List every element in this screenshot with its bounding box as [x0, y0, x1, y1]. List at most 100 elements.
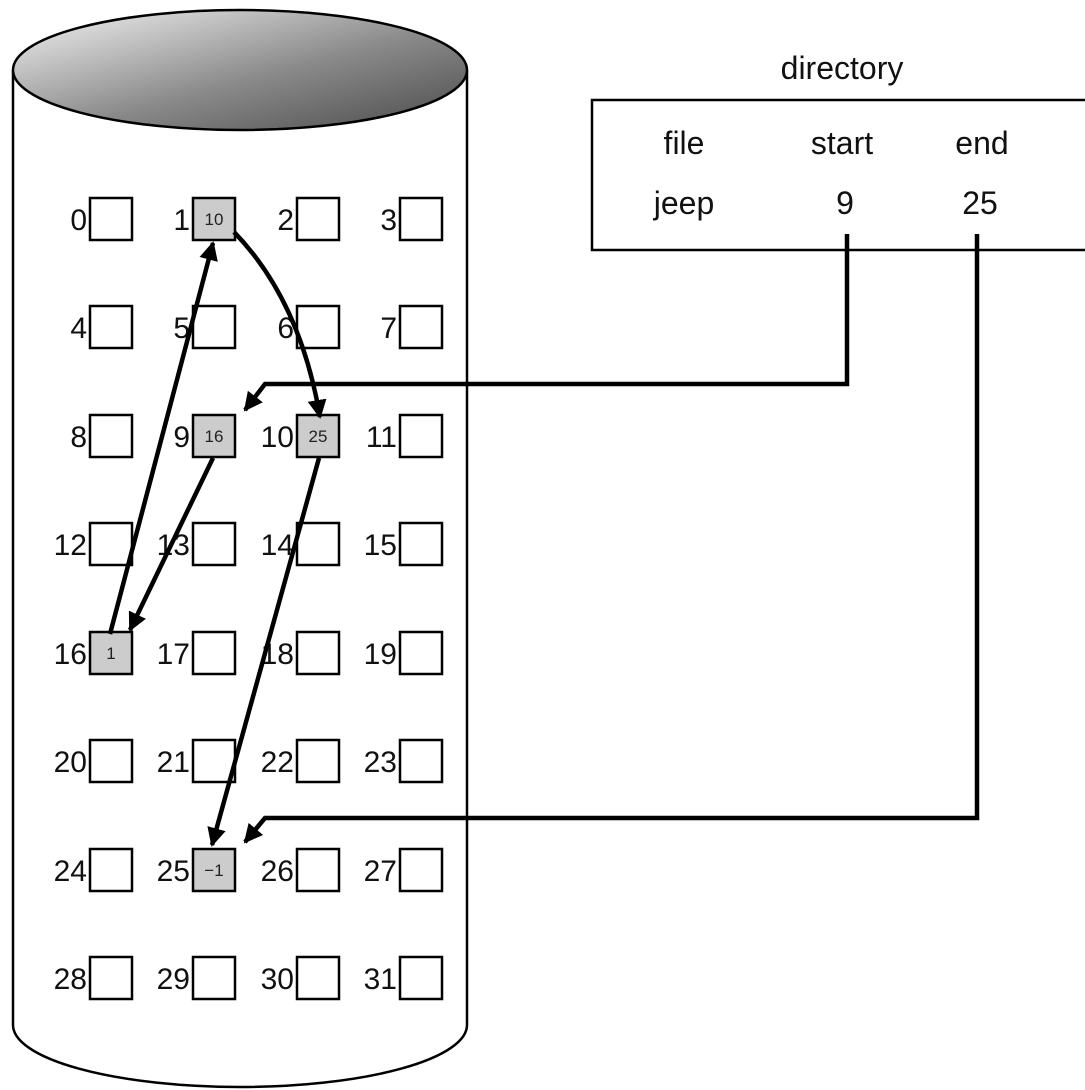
block-box	[191, 196, 237, 242]
block-box	[295, 738, 341, 784]
disk-block-7: 7	[380, 304, 444, 350]
directory-header-file: file	[664, 125, 705, 161]
block-box	[191, 413, 237, 459]
block-box	[88, 413, 134, 459]
block-box	[191, 521, 237, 567]
block-number: 3	[380, 204, 397, 237]
block-number: 28	[54, 963, 87, 996]
block-number: 17	[157, 638, 190, 671]
block-number: 21	[157, 746, 190, 779]
block-number: 30	[261, 963, 294, 996]
block-box	[295, 847, 341, 893]
block-number: 0	[70, 204, 87, 237]
disk-block-27: 27	[364, 847, 444, 893]
disk-block-8: 8	[70, 413, 134, 459]
block-box	[398, 413, 444, 459]
block-box	[191, 630, 237, 676]
block-box	[295, 955, 341, 1001]
disk-block-6: 6	[277, 304, 341, 350]
disk-block-31: 31	[364, 955, 444, 1001]
block-number: 8	[70, 421, 87, 454]
block-number: 5	[173, 312, 190, 345]
block-number: 20	[54, 746, 87, 779]
block-number: 11	[366, 421, 397, 454]
block-box	[398, 521, 444, 567]
block-number: 1	[173, 204, 190, 237]
arrow-end-pointer	[243, 234, 980, 844]
disk-block-20: 20	[54, 738, 134, 784]
block-box	[295, 521, 341, 567]
block-box	[295, 630, 341, 676]
block-box	[398, 847, 444, 893]
block-number: 23	[364, 746, 397, 779]
block-box	[295, 304, 341, 350]
directory-header-end: end	[955, 125, 1008, 161]
disk-block-29: 29	[157, 955, 237, 1001]
block-box	[88, 847, 134, 893]
block-next-pointer: 25	[309, 427, 328, 446]
disk-block-25: 25 −1	[157, 847, 237, 893]
block-number: 27	[364, 855, 397, 888]
arrow-block9-to-16	[127, 457, 216, 632]
disk-block-19: 19	[364, 630, 444, 676]
directory-box	[590, 98, 1085, 252]
block-box	[398, 738, 444, 784]
disk-block-26: 26	[261, 847, 341, 893]
arrow-block10-to-25	[207, 457, 322, 847]
block-number: 7	[380, 312, 397, 345]
arrow-start-pointer	[243, 234, 850, 412]
disk-block-13: 13	[157, 521, 237, 567]
block-number: 16	[54, 638, 87, 671]
disk-block-9: 9 16	[173, 413, 237, 459]
block-number: 2	[277, 204, 294, 237]
block-number: 29	[157, 963, 190, 996]
disk-block-23: 23	[364, 738, 444, 784]
block-next-pointer: −1	[204, 861, 223, 880]
block-number: 12	[54, 529, 87, 562]
disk-top	[11, 8, 469, 132]
directory-header-start: start	[811, 125, 873, 161]
arrow-block1-to-10	[232, 230, 327, 419]
block-box	[88, 630, 134, 676]
disk-block-3: 3	[380, 196, 444, 242]
directory-entry-start: 9	[836, 185, 854, 221]
block-number: 4	[70, 312, 87, 345]
block-number: 9	[173, 421, 190, 454]
block-box	[88, 304, 134, 350]
disk-block-30: 30	[261, 955, 341, 1001]
disk-block-18: 18	[261, 630, 341, 676]
disk-block-12: 12	[54, 521, 134, 567]
block-box	[88, 955, 134, 1001]
directory-entry-end: 25	[962, 185, 998, 221]
block-number: 25	[157, 855, 190, 888]
disk-block-16: 16 1	[54, 630, 134, 676]
disk-block-22: 22	[261, 738, 341, 784]
link-arrows	[107, 230, 980, 847]
block-next-pointer: 1	[106, 644, 115, 663]
block-box	[88, 196, 134, 242]
block-box	[88, 738, 134, 784]
block-number: 24	[54, 855, 87, 888]
block-box	[398, 304, 444, 350]
disk-block-14: 14	[261, 521, 341, 567]
disk-block-17: 17	[157, 630, 237, 676]
block-box	[398, 630, 444, 676]
block-box	[191, 955, 237, 1001]
block-box	[295, 413, 341, 459]
block-number: 15	[364, 529, 397, 562]
disk-block-2: 2	[277, 196, 341, 242]
disk-block-4: 4	[70, 304, 134, 350]
disk-block-5: 5	[173, 304, 237, 350]
disk-block-24: 24	[54, 847, 134, 893]
disk-block-0: 0	[70, 196, 134, 242]
block-number: 19	[364, 638, 397, 671]
block-number: 22	[261, 746, 294, 779]
disk-block-28: 28	[54, 955, 134, 1001]
block-number: 31	[364, 963, 397, 996]
block-box	[398, 196, 444, 242]
directory-table: directory file start end jeep 9 25	[590, 50, 1085, 252]
block-number: 10	[261, 421, 294, 454]
block-next-pointer: 16	[205, 427, 224, 446]
